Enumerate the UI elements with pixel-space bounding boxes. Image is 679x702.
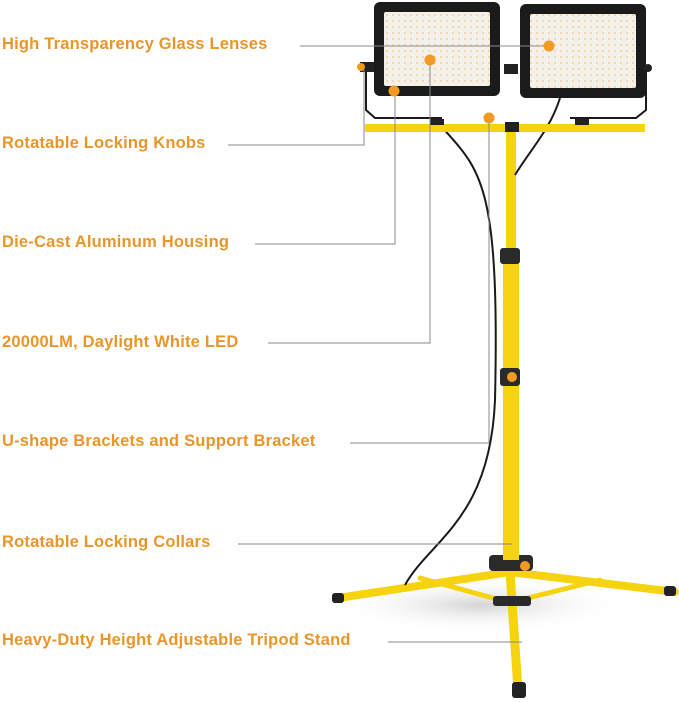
callout-tripod-stand: Heavy-Duty Height Adjustable Tripod Stan… [2, 631, 351, 649]
callout-brackets: U-shape Brackets and Support Bracket [2, 432, 316, 450]
leader-knobs [228, 70, 365, 146]
power-cable [514, 97, 561, 176]
callout-locking-collars: Rotatable Locking Collars [2, 533, 211, 551]
marker-brackets [483, 112, 495, 124]
power-cable [404, 124, 497, 586]
support-bar [365, 119, 645, 132]
floodlight-left [357, 2, 500, 119]
leader-brackets [350, 120, 490, 444]
callout-led: 20000LM, Daylight White LED [2, 333, 239, 351]
leader-led [268, 61, 431, 344]
marker-housing [424, 54, 436, 66]
floodlight-right [504, 4, 652, 119]
callout-locking-knobs: Rotatable Locking Knobs [2, 134, 206, 152]
callout-aluminum-housing: Die-Cast Aluminum Housing [2, 233, 230, 251]
tripod-stand [332, 555, 679, 698]
tripod-mast [500, 130, 530, 571]
callout-glass-lenses: High Transparency Glass Lenses [2, 35, 268, 53]
marker-glass [543, 40, 555, 52]
marker-knobs [388, 85, 400, 97]
leader-housing [255, 92, 396, 245]
